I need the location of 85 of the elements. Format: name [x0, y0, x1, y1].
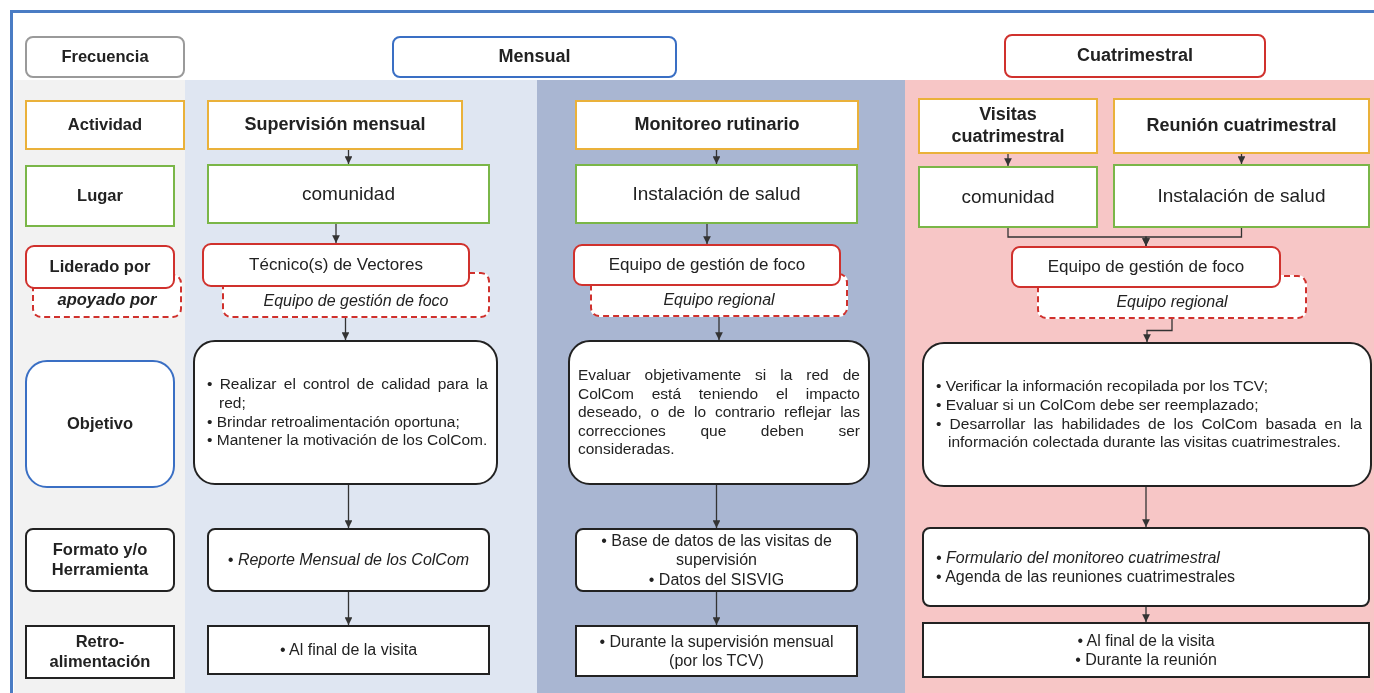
label-text: Actividad [67, 115, 143, 135]
label-text: apoyado por [57, 290, 157, 310]
label-text: Liderado por [49, 257, 151, 277]
activity-box [207, 100, 463, 150]
tool-box [575, 528, 858, 592]
bullet-item: • Brindar retroalimentación oportuna; [206, 412, 461, 432]
arrow [344, 484, 353, 529]
label-text: Equipo de gestión de foco [1047, 256, 1245, 278]
leader-box [202, 243, 470, 287]
bullet-item: • Verificar la información recopilada por los TCV; [935, 377, 1269, 396]
row-header [25, 100, 185, 150]
row-header [25, 245, 175, 289]
arrow [1142, 227, 1243, 247]
activity-box [918, 98, 1098, 154]
label-text: Reunión cuatrimestral [1146, 115, 1337, 137]
label-text: comunidad [302, 182, 395, 206]
objective-box [193, 340, 498, 485]
feedback-box [922, 622, 1370, 678]
arrow [1142, 606, 1150, 623]
arrow [715, 316, 723, 341]
bullet-item: • Desarrollar las habilidades de los ColCom basada en la información colectada durante las visitas cuatrimestrales. [935, 414, 1362, 452]
arrow [1142, 486, 1150, 528]
bullet-item: • Al final de la visita [279, 640, 418, 660]
tool-box [922, 527, 1370, 607]
arrow [712, 484, 721, 529]
activity-box [1113, 98, 1370, 154]
label-text: Visitas cuatrimestral [950, 104, 1066, 148]
arrow [1004, 153, 1012, 167]
arrow [1237, 153, 1246, 165]
arrow [332, 223, 340, 244]
label-text: Equipo regional [663, 289, 775, 309]
place-box [1113, 164, 1370, 228]
label-text: Lugar [77, 186, 123, 206]
arrow [1143, 318, 1173, 343]
frequency-header [392, 36, 677, 78]
arrow [712, 591, 721, 626]
place-box [207, 164, 490, 224]
row-header [25, 360, 175, 488]
arrow [341, 317, 350, 341]
objective-box [922, 342, 1372, 487]
bullet-item: • Reporte Mensual de los ColCom [227, 550, 470, 570]
label-text: Mensual [498, 46, 571, 68]
row-header [25, 36, 185, 78]
label-text: Formato y/o Herramienta [50, 540, 150, 580]
label-text: comunidad [961, 185, 1055, 209]
leader-box [573, 244, 841, 286]
arrow [344, 149, 353, 165]
bullet-item: • Durante la reunión [1075, 650, 1217, 670]
place-box [918, 166, 1098, 228]
feedback-box [575, 625, 858, 677]
label-text: Objetivo [67, 414, 133, 434]
label-text: Equipo de gestión de foco [608, 254, 806, 276]
bullet-item: • Formulario del monitoreo cuatrimestral [935, 547, 1221, 567]
bullet-item: • Al final de la visita [1077, 630, 1215, 650]
label-text: Frecuencia [61, 47, 149, 67]
arrow [344, 591, 353, 626]
row-header [25, 165, 175, 227]
label-text: Cuatrimestral [1076, 45, 1193, 67]
label-text: Equipo regional [1116, 291, 1228, 311]
label-text: Equipo de gestión de foco [263, 290, 449, 310]
bullet-item: • Mantener la motivación de los ColCom. [206, 431, 488, 450]
leader-box [1011, 246, 1281, 288]
feedback-box [207, 625, 490, 675]
label-text: Evaluar objetivamente si la red de ColCom está teniendo el impacto deseado, o de lo contrario reflejar las correcciones que deben ser consideradas. [578, 366, 860, 459]
label-text: Retro-alimentación [48, 632, 152, 672]
label-text: Instalación de salud [632, 182, 801, 206]
bullet-item: • Durante la supervisión mensual (por los TCV) [598, 631, 835, 671]
tool-box [207, 528, 490, 592]
place-box [575, 164, 858, 224]
row-header [25, 528, 175, 592]
arrow [712, 149, 721, 165]
bullet-item: • Datos del SISVIG [648, 569, 785, 589]
label-text: Instalación de salud [1157, 184, 1326, 208]
label-text: Monitoreo rutinario [634, 114, 800, 136]
bullet-item: • Realizar el control de calidad para la red; [206, 375, 488, 413]
activity-box [575, 100, 859, 150]
objective-box [568, 340, 870, 485]
frequency-header [1004, 34, 1266, 78]
bullet-item: • Agenda de las reuniones cuatrimestrales [935, 567, 1237, 587]
label-text: Técnico(s) de Vectores [249, 254, 423, 276]
row-header [25, 625, 175, 679]
bullet-item: • Base de datos de las visitas de supervisión [600, 531, 833, 570]
bullet-item: • Evaluar si un ColCom debe ser reemplazado; [935, 395, 1260, 415]
label-text: Supervisión mensual [244, 114, 426, 136]
arrow [703, 223, 711, 245]
